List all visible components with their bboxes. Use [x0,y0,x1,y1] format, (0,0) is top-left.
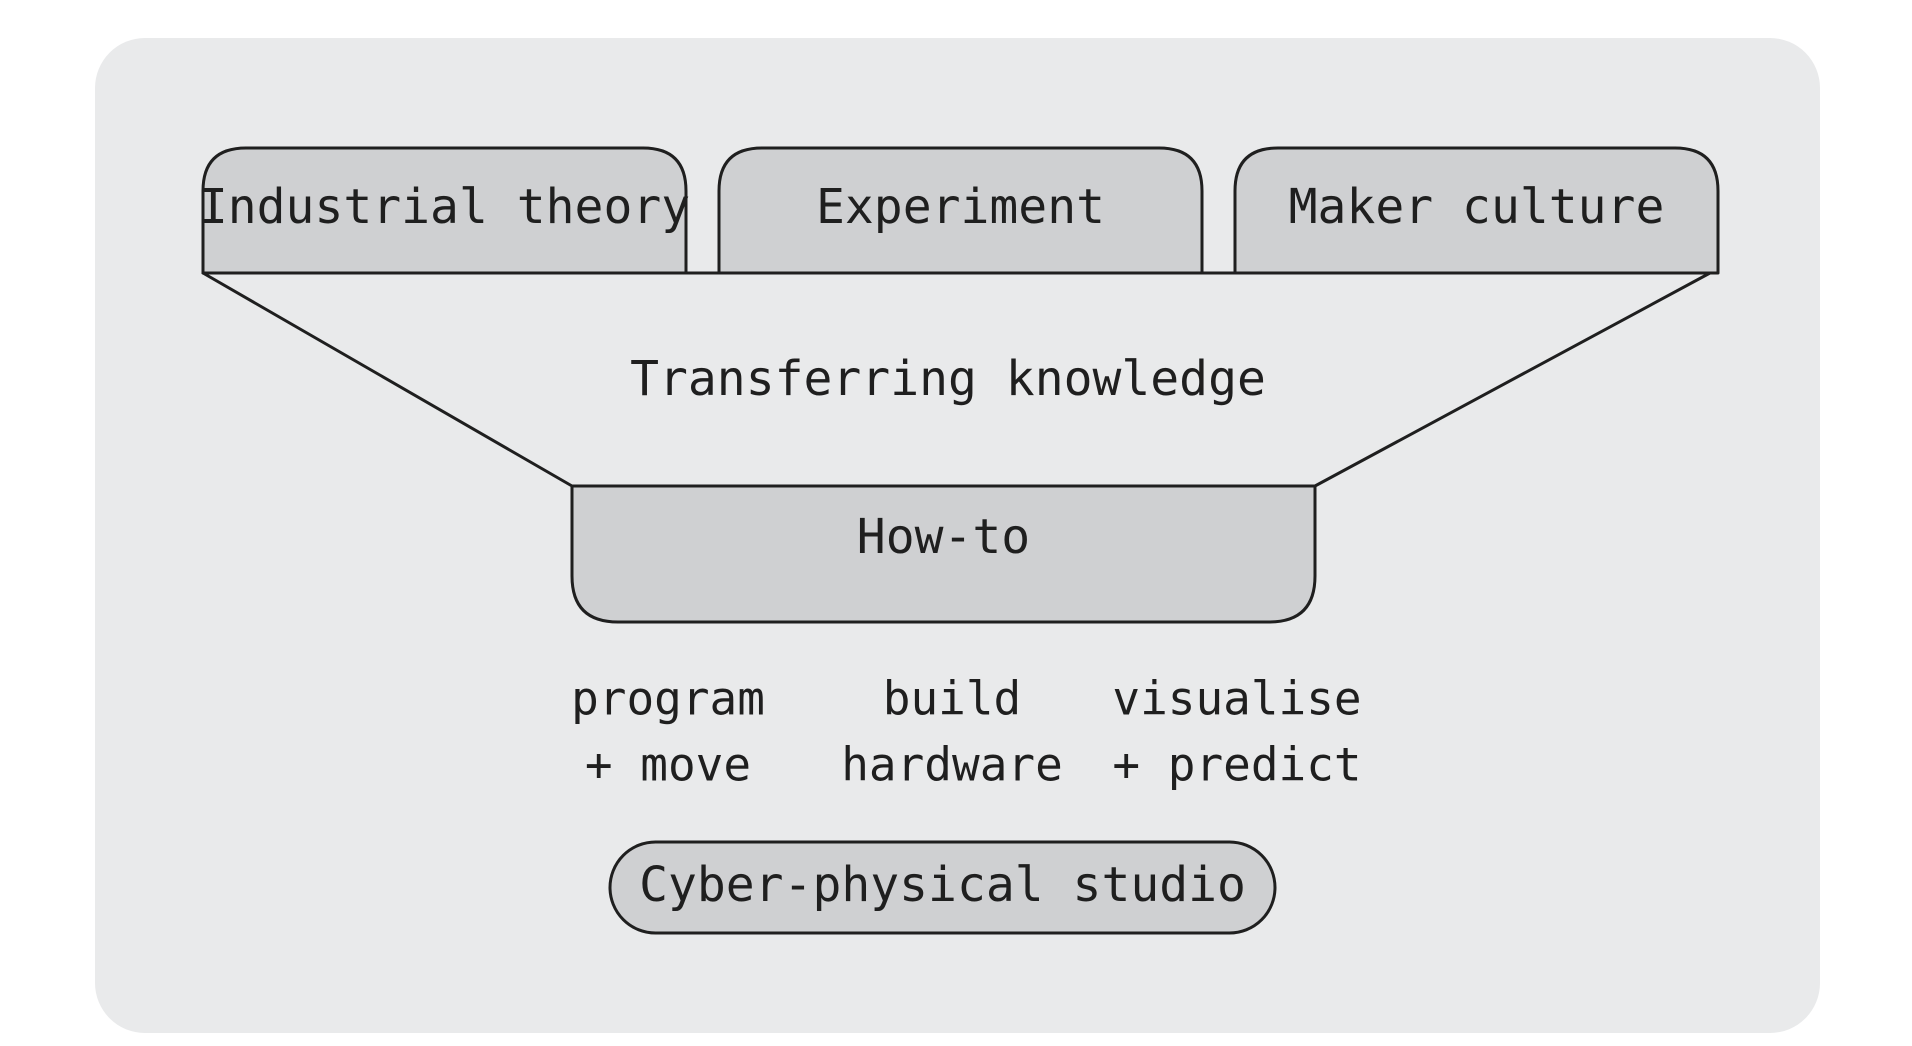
skill-program-line1: program [571,672,765,726]
source-box-industrial-theory [201,146,688,275]
howto-box [570,484,1317,624]
source-label-maker-culture: Maker culture [1289,179,1665,235]
source-label-experiment: Experiment [816,179,1105,235]
skill-visualise-line2: + predict [1112,738,1361,792]
studio-label: Cyber-physical studio [639,857,1246,913]
howto-label: How-to [857,509,1030,565]
skill-build-line1: build [883,672,1021,726]
funnel-label: Transferring knowledge [630,351,1266,407]
skill-build-line2: hardware [841,738,1063,792]
studio-pill [608,840,1277,935]
source-label-industrial-theory: Industrial theory [199,179,690,235]
skill-program-line2: + move [585,738,751,792]
skill-visualise-line1: visualise [1112,672,1361,726]
source-box-maker-culture [1233,146,1720,275]
source-box-experiment [717,146,1204,275]
